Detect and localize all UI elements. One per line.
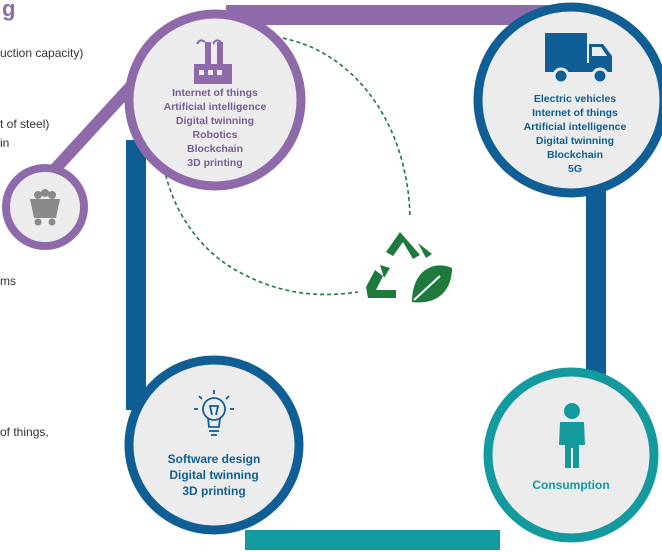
mine-cart-icon — [30, 189, 60, 226]
distribution-item: Electric vehicles — [533, 93, 617, 105]
production-item: Internet of things — [172, 87, 258, 99]
production-item: Digital twinning — [175, 115, 255, 127]
design-circle — [124, 355, 304, 535]
design-item: Digital twinning — [169, 468, 259, 482]
distribution-labels: Electric vehicles Internet of things Art… — [505, 92, 645, 176]
text-fragment-4: ms — [0, 274, 16, 288]
recycle-leaf-icon — [366, 232, 452, 303]
text-fragment-3: in — [0, 136, 10, 150]
consumption-item: Consumption — [532, 478, 610, 492]
production-labels: Internet of things Artificial intelligen… — [145, 86, 285, 170]
factory-icon — [194, 39, 232, 84]
distribution-item: Artificial intelligence — [523, 121, 627, 133]
design-item: 3D printing — [182, 484, 246, 498]
consumption-label: Consumption — [501, 478, 641, 492]
distribution-item: Digital twinning — [535, 135, 615, 147]
production-item: Blockchain — [186, 143, 244, 155]
distribution-item: Internet of things — [532, 107, 618, 119]
person-icon — [559, 403, 585, 468]
production-item: 3D printing — [187, 157, 243, 169]
lightbulb-icon — [194, 390, 234, 436]
truck-icon — [545, 33, 612, 85]
text-fragment-1: uction capacity) — [0, 46, 84, 60]
design-labels: Software design Digital twinning 3D prin… — [144, 451, 284, 499]
heading-fragment: g — [2, 0, 16, 21]
production-item: Artificial intelligence — [163, 101, 267, 113]
distribution-item: 5G — [567, 163, 582, 175]
design-item: Software design — [167, 452, 261, 466]
production-circle — [124, 9, 306, 191]
text-fragment-5: of things, — [0, 425, 49, 439]
distribution-item: Blockchain — [546, 149, 604, 161]
distribution-circle — [473, 2, 662, 198]
text-fragment-2: t of steel) — [0, 117, 50, 131]
production-item: Robotics — [192, 129, 238, 141]
